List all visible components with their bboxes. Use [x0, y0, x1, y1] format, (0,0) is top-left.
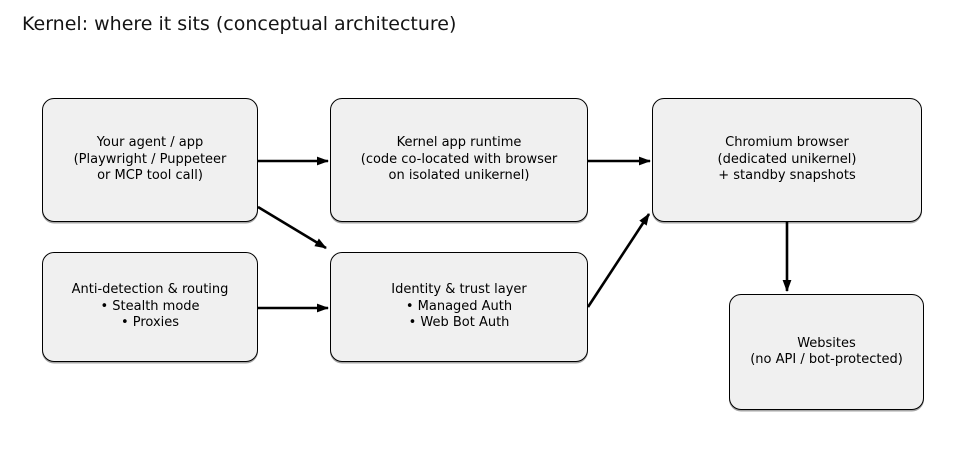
- node-line: (Playwright / Puppeteer: [73, 151, 227, 167]
- node-anti-detection-routing: Anti-detection & routing • Stealth mode …: [42, 252, 258, 362]
- node-identity-trust-layer: Identity & trust layer • Managed Auth • …: [330, 252, 588, 362]
- node-kernel-app-runtime: Kernel app runtime (code co-located with…: [330, 98, 588, 222]
- node-line: • Proxies: [120, 315, 180, 331]
- node-line: or MCP tool call): [97, 168, 203, 184]
- node-line: (code co-located with browser: [360, 151, 558, 167]
- node-line: Your agent / app: [96, 135, 204, 151]
- node-line: Chromium browser: [725, 135, 849, 151]
- node-line: + standby snapshots: [718, 168, 856, 184]
- diagram-title: Kernel: where it sits (conceptual archit…: [22, 13, 457, 35]
- node-line: (dedicated unikernel): [717, 151, 857, 167]
- edge-identity-to-chromium-arrow: [586, 213, 651, 308]
- node-line: Anti-detection & routing: [71, 282, 229, 298]
- edge-agent-to-identity-arrow: [257, 205, 327, 250]
- node-line: on isolated unikernel): [388, 168, 530, 184]
- node-websites: Websites (no API / bot-protected): [729, 294, 924, 410]
- node-line: Websites: [797, 335, 856, 351]
- node-line: Identity & trust layer: [391, 282, 527, 298]
- node-line: • Web Bot Auth: [408, 315, 510, 331]
- node-line: (no API / bot-protected): [750, 352, 903, 367]
- node-your-agent-app: Your agent / app (Playwright / Puppeteer…: [42, 98, 258, 222]
- node-line: • Managed Auth: [405, 298, 513, 314]
- node-line: • Stealth mode: [100, 298, 200, 314]
- node-chromium-browser: Chromium browser (dedicated unikernel) +…: [652, 98, 922, 222]
- node-line: Kernel app runtime: [396, 135, 522, 151]
